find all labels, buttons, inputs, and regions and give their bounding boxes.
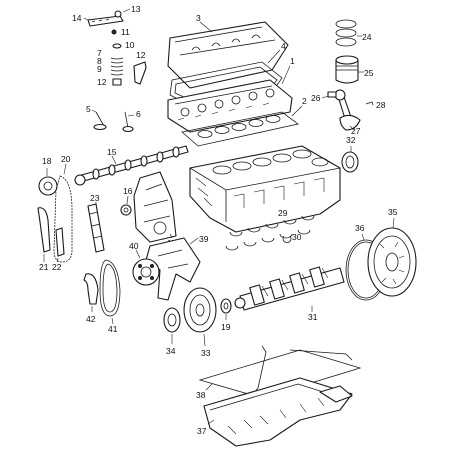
- callout-40: 40: [129, 241, 139, 251]
- camshaft: [74, 145, 189, 186]
- timing-chain: [53, 175, 73, 263]
- intake-valve: [93, 111, 107, 131]
- main-bearings: [225, 215, 315, 251]
- callout-38: 38: [196, 390, 206, 400]
- callout-39: 39: [199, 234, 209, 244]
- callout-12a: 12: [97, 77, 107, 87]
- flywheel: [367, 227, 417, 297]
- callout-19: 19: [221, 322, 231, 332]
- timing-cover: [133, 171, 177, 243]
- breather-hose: [87, 10, 124, 27]
- callout-34: 34: [166, 346, 176, 356]
- front-crank-seal: [120, 204, 132, 216]
- callout-32: 32: [346, 135, 356, 145]
- rocker-arm: [133, 61, 147, 85]
- callout-20: 20: [61, 154, 71, 164]
- oil-pan-gasket: [198, 349, 362, 399]
- piston-rings: [335, 19, 357, 47]
- callout-26: 26: [311, 93, 321, 103]
- callout-6: 6: [136, 109, 141, 119]
- callout-28: 28: [376, 100, 386, 110]
- callout-2: 2: [302, 96, 307, 106]
- chain-tensioner-rail: [55, 227, 65, 257]
- valve-keeper: [111, 29, 117, 35]
- crank-pulley-hub: [163, 307, 181, 333]
- engine-block: [189, 145, 341, 233]
- oil-pan: [203, 377, 353, 447]
- callout-42: 42: [86, 314, 96, 324]
- callout-13: 13: [131, 4, 141, 14]
- valve-cover: [167, 21, 289, 89]
- callout-33: 33: [201, 348, 211, 358]
- callout-37: 37: [197, 426, 207, 436]
- valve-spring-retainer: [112, 43, 122, 49]
- crankshaft: [234, 266, 345, 311]
- callout-12b: 12: [136, 50, 146, 60]
- accessory-belt: [83, 273, 99, 305]
- water-pump-pulley: [132, 258, 160, 286]
- callout-35: 35: [388, 207, 398, 217]
- harmonic-balancer: [183, 287, 217, 333]
- thrust-washer: [282, 235, 292, 244]
- callout-24: 24: [362, 32, 372, 42]
- wrist-pin: [327, 91, 337, 98]
- callout-7: 7: [97, 48, 102, 58]
- valve-spring: [110, 57, 124, 76]
- callout-11: 11: [121, 27, 130, 37]
- callout-16: 16: [123, 186, 133, 196]
- cylinder-head: [167, 79, 293, 133]
- connecting-rod: [334, 89, 361, 131]
- callout-36: 36: [355, 223, 365, 233]
- callout-27: 27: [351, 126, 361, 136]
- callout-1: 1: [290, 56, 295, 66]
- callout-14: 14: [72, 13, 82, 23]
- callout-22: 22: [52, 262, 62, 272]
- callout-25: 25: [364, 68, 374, 78]
- chain-guide-left: [37, 207, 51, 253]
- callout-3: 3: [196, 13, 201, 23]
- callout-41: 41: [108, 324, 118, 334]
- drive-belt: [99, 259, 121, 317]
- callout-31: 31: [308, 312, 318, 322]
- callout-29: 29: [278, 208, 288, 218]
- callout-4: 4: [281, 41, 286, 51]
- callout-5: 5: [86, 104, 91, 114]
- piston: [335, 55, 359, 84]
- head-gasket: [181, 111, 299, 147]
- callout-21: 21: [39, 262, 49, 272]
- callout-30: 30: [292, 232, 302, 242]
- rod-bolt: [365, 101, 374, 106]
- callout-10: 10: [125, 40, 135, 50]
- callout-9: 9: [97, 64, 102, 74]
- chain-guide-right: [87, 203, 105, 253]
- callout-8: 8: [97, 56, 102, 66]
- exhaust-valve: [122, 111, 134, 133]
- callout-23: 23: [90, 193, 100, 203]
- cam-sprocket: [38, 176, 58, 196]
- callout-18: 18: [42, 156, 52, 166]
- callout-15: 15: [107, 147, 117, 157]
- valve-stem-seal: [112, 78, 122, 86]
- crank-sprocket: [220, 298, 232, 314]
- rear-main-seal: [341, 151, 359, 173]
